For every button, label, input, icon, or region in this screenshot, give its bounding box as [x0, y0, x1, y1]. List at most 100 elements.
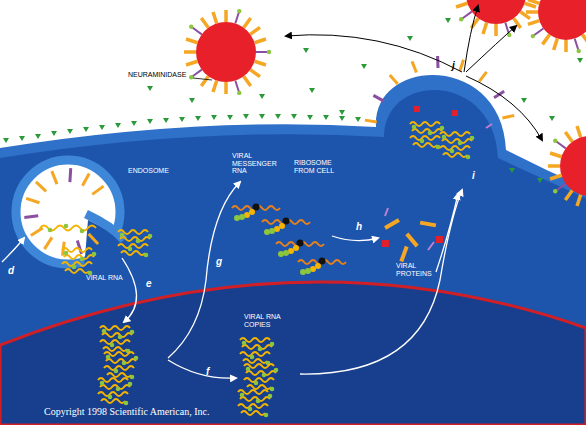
spike — [462, 12, 472, 19]
spike — [256, 51, 268, 53]
neuraminidase — [83, 127, 89, 132]
virus-body — [560, 136, 586, 196]
spike — [525, 3, 536, 7]
spike — [92, 186, 103, 194]
spike — [548, 164, 560, 168]
neuraminidase — [307, 115, 313, 120]
spike — [575, 39, 579, 50]
neuraminidase — [237, 9, 241, 13]
label: VIRAL PROTEINS — [396, 262, 448, 277]
spike — [365, 120, 377, 122]
neuraminidase — [549, 116, 555, 121]
label: VIRAL RNA COPIES — [244, 313, 294, 328]
spike — [68, 168, 72, 182]
neuraminidase — [459, 17, 463, 21]
spike — [186, 39, 197, 43]
neuraminidase — [577, 58, 583, 63]
spike — [250, 70, 260, 77]
spike — [479, 72, 486, 81]
virus-body — [466, 0, 526, 24]
spike — [460, 60, 464, 71]
neuraminidase — [3, 138, 9, 143]
neuraminidase — [99, 125, 105, 130]
neuraminidase — [243, 114, 249, 119]
spike — [244, 76, 251, 86]
spike — [550, 175, 561, 179]
spike — [390, 75, 398, 84]
neuraminidase — [189, 98, 195, 103]
virus — [526, 0, 586, 53]
neuraminidase — [259, 94, 265, 99]
spike — [577, 195, 581, 206]
spike — [564, 40, 568, 52]
neuraminidase — [576, 49, 580, 53]
spike — [526, 10, 538, 14]
label: VIRAL MESSENGER RNA — [232, 152, 282, 175]
neuraminidase — [521, 98, 527, 103]
neuraminidase — [303, 48, 309, 53]
label: ENDOSOME — [128, 167, 169, 175]
callout-letter: i — [472, 170, 475, 181]
callout-letter: d — [8, 265, 14, 276]
spike — [528, 0, 539, 3]
neuraminidase — [237, 91, 241, 95]
neuraminidase — [267, 50, 271, 54]
neuraminidase — [189, 25, 193, 29]
spike — [373, 95, 384, 101]
neuraminidase — [163, 118, 169, 123]
neuraminidase — [19, 136, 25, 141]
virus — [548, 123, 586, 209]
neuraminidase — [227, 115, 233, 120]
callout-letter: e — [146, 278, 152, 289]
callout-letter: g — [216, 256, 222, 267]
neuraminidase — [553, 189, 557, 193]
neuraminidase — [361, 64, 367, 69]
spike — [44, 237, 52, 249]
spike — [582, 35, 586, 45]
copyright-note: Copyright 1998 Scientific American, Inc. — [44, 406, 210, 417]
spike — [250, 27, 260, 34]
spike — [483, 23, 487, 34]
neuraminidase — [179, 117, 185, 122]
spike — [255, 61, 266, 65]
spike — [542, 35, 549, 45]
neuraminidase — [67, 129, 73, 134]
neuraminidase — [309, 88, 315, 93]
neuraminidase — [553, 139, 557, 143]
spike — [534, 28, 544, 35]
spike — [494, 24, 498, 36]
spike — [31, 228, 43, 236]
virus-body — [196, 22, 256, 82]
spike — [36, 182, 46, 192]
spike — [213, 81, 217, 92]
neuraminidase — [259, 114, 265, 119]
spike — [577, 126, 581, 137]
spike — [502, 115, 514, 118]
spike — [82, 173, 89, 185]
neuraminidase — [147, 119, 153, 124]
spike — [556, 141, 566, 148]
spike — [565, 190, 572, 200]
spike — [235, 81, 239, 92]
callout-letter: j — [452, 60, 455, 71]
neuraminidase — [51, 131, 57, 136]
spike — [201, 76, 208, 86]
spike — [528, 21, 539, 25]
spike — [26, 198, 39, 202]
spike — [255, 39, 266, 43]
neuraminidase — [275, 114, 281, 119]
spike — [550, 153, 561, 157]
neuraminidase — [531, 34, 535, 38]
spike — [224, 82, 228, 94]
spike — [24, 216, 38, 218]
neuraminidase — [339, 110, 345, 115]
virus — [184, 9, 271, 95]
neuraminidase — [211, 115, 217, 120]
spike — [556, 184, 566, 191]
spike — [52, 171, 57, 184]
neuraminidase — [195, 116, 201, 121]
spike — [201, 18, 208, 28]
label: RIBOSOME FROM CELL — [294, 159, 352, 174]
